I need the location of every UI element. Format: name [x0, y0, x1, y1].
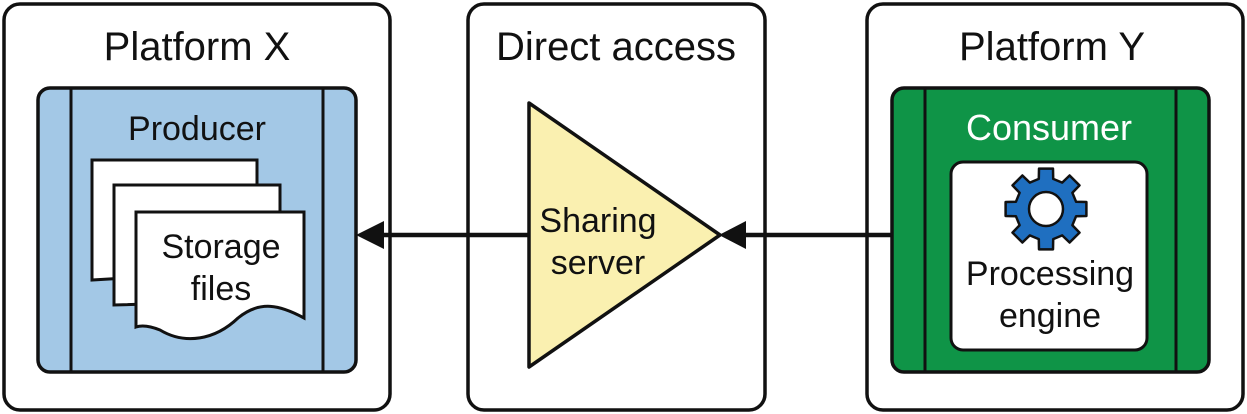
platform-y-panel: Platform Y Consumer Processing engine	[865, 2, 1245, 412]
direct-access-panel: Direct access Sharing server	[466, 2, 767, 412]
platform-x-panel: Platform X Producer Storage files	[2, 2, 392, 412]
producer-label: Producer	[128, 110, 266, 148]
sharing-server-line1: Sharing	[539, 202, 656, 240]
direct-access-title: Direct access	[496, 25, 736, 69]
storage-files-line2: files	[191, 270, 251, 308]
consumer-label: Consumer	[966, 107, 1132, 148]
storage-files: Storage files	[90, 158, 306, 341]
processing-engine-line2: engine	[999, 297, 1101, 335]
sharing-server-line2: server	[551, 244, 645, 282]
storage-files-line1: Storage	[161, 228, 280, 266]
processing-engine: Processing engine	[949, 160, 1149, 352]
arrow-consumer-to-server	[719, 221, 892, 249]
watermark: 掘金技术社区 @ 数据智能老司机	[925, 373, 1232, 397]
platform-y-title: Platform Y	[959, 25, 1145, 69]
processing-engine-line1: Processing	[966, 255, 1134, 293]
platform-x-title: Platform X	[104, 25, 291, 69]
gear-icon	[1004, 167, 1088, 251]
arrow-server-to-producer	[356, 221, 529, 249]
